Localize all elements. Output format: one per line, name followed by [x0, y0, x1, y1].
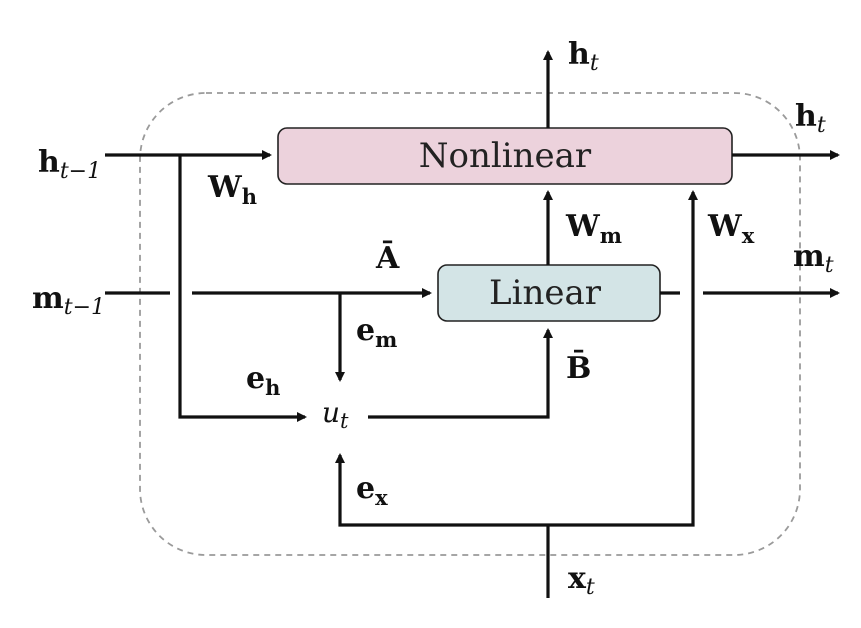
linear-label: Linear [489, 273, 602, 313]
h-prev-label: ht−1 [38, 145, 101, 184]
h-t-top-label: ht [568, 37, 599, 76]
h-branch-wire [178, 155, 307, 422]
ex-wire [335, 453, 548, 527]
wx-label: Wx [707, 209, 755, 248]
h-t-right-label: ht [795, 99, 826, 138]
x-t-label: xt [568, 561, 595, 600]
wh-label: Wh [207, 170, 257, 209]
b-bar-label: B̄ [566, 350, 591, 386]
a-bar-label: Ā [375, 240, 400, 276]
nonlinear-label: Nonlinear [419, 136, 592, 176]
u-to-linear-wire [368, 328, 553, 419]
wx-wire [548, 190, 698, 527]
cell-boundary [139, 92, 801, 556]
m-prev-label: mt−1 [32, 281, 105, 320]
u-t-label: ut [322, 396, 349, 433]
ex-label: ex [356, 471, 388, 510]
wm-label: Wm [565, 209, 622, 248]
em-label: em [356, 313, 397, 352]
eh-label: eh [246, 361, 280, 400]
m-t-right-label: mt [793, 239, 834, 278]
